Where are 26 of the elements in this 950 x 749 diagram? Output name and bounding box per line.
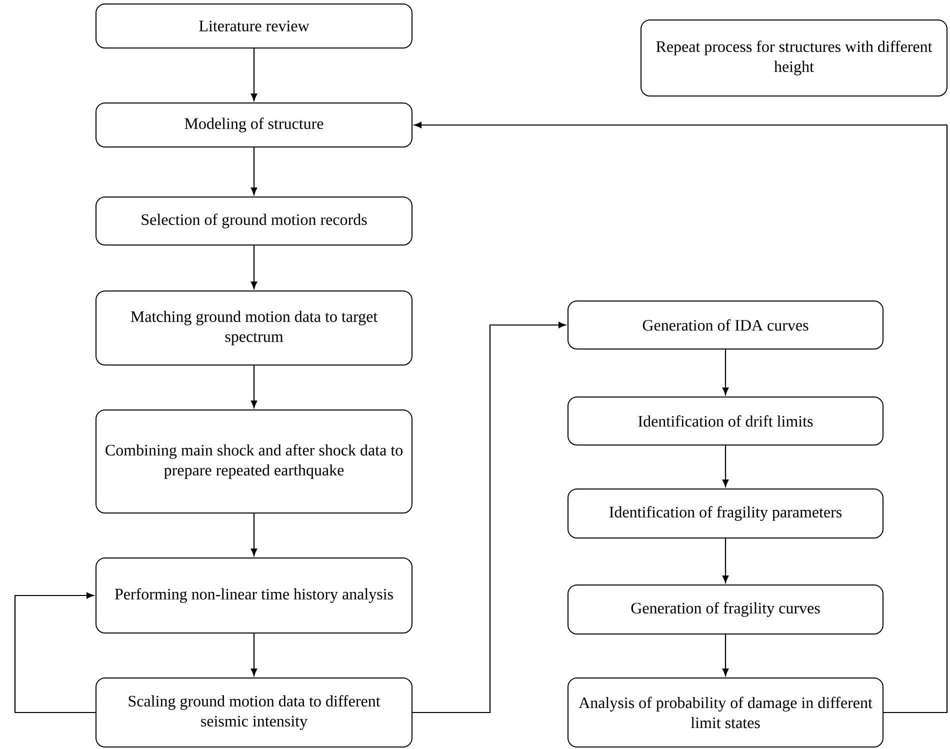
- arrow: [250, 514, 258, 556]
- arrow: [250, 366, 258, 408]
- arrow: [250, 148, 258, 195]
- process-box: Identification of fragility parameters: [568, 488, 884, 538]
- arrow: [414, 122, 948, 714]
- arrow: [722, 634, 729, 676]
- process-box: Performing non-linear time history analysis: [96, 558, 412, 634]
- process-box: Generation of fragility curves: [568, 584, 884, 634]
- arrow: [250, 246, 258, 289]
- process-box: Modeling of structure: [96, 102, 412, 148]
- process-box: Combining main shock and after shock data to prepare repeated earthquake: [96, 410, 412, 514]
- arrow: [14, 592, 96, 714]
- process-box: Generation of IDA curves: [568, 300, 884, 350]
- process-box: Matching ground motion data to target spectrum: [96, 290, 412, 366]
- arrow: [412, 322, 566, 714]
- arrow: [250, 48, 258, 101]
- process-box: Identification of drift limits: [568, 396, 884, 446]
- process-box: Repeat process for structures with different height: [640, 20, 948, 96]
- arrow: [250, 634, 258, 676]
- arrow: [722, 350, 729, 395]
- process-box: Scaling ground motion data to different seismic intensity: [96, 678, 412, 748]
- process-box: Literature review: [96, 4, 412, 48]
- arrow: [722, 446, 729, 487]
- process-box: Analysis of probability of damage in different limit states: [568, 678, 884, 748]
- arrow: [722, 538, 729, 583]
- process-box: Selection of ground motion records: [96, 196, 412, 246]
